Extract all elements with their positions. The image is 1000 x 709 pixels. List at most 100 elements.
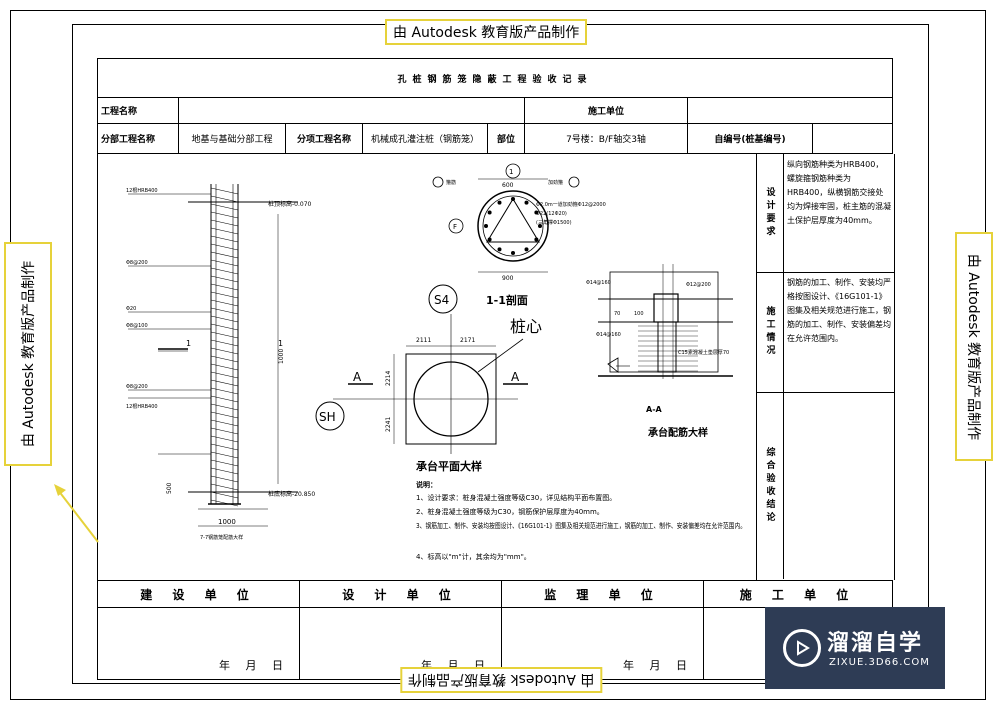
rebar-dot xyxy=(524,200,529,205)
project-name-value xyxy=(178,97,525,124)
rebar-dot xyxy=(511,251,515,255)
brand-logo: 溜溜自学 ZIXUE.3D66.COM xyxy=(765,607,945,689)
longitudinal-bars xyxy=(484,197,542,255)
axis-sh: SH xyxy=(319,410,336,424)
bottom-level-label: 桩底标高-20.850 xyxy=(268,490,315,498)
notes-title: 说明： xyxy=(416,480,437,489)
design-label: 设计要求 xyxy=(757,154,784,272)
rebar-label-1: 12根HRB400 xyxy=(126,187,158,194)
spiral-segment xyxy=(210,235,239,243)
dim-900: 900 xyxy=(502,275,514,282)
contractor-value xyxy=(687,97,893,124)
rebar-dot xyxy=(487,210,492,215)
item-value: 机械成孔灌注桩（钢筋笼） xyxy=(362,123,488,154)
spiral-segment xyxy=(210,187,239,195)
pile-elevation-title: 7-7钢筋笼配筋大样 xyxy=(200,534,243,541)
cut-a-left: A xyxy=(353,370,362,384)
cap-hatch xyxy=(638,325,698,372)
header-table: 孔桩钢筋笼隐蔽工程验收记录 工程名称 施工单位 分部工程名称 地基与基础分部工程… xyxy=(97,58,893,154)
spiral-segment xyxy=(210,395,239,403)
stirrup-label-4: 箍筋 xyxy=(446,179,456,186)
logo-subtitle: ZIXUE.3D66.COM xyxy=(829,657,930,668)
rebar-dot xyxy=(524,247,529,252)
part-label: 部位 xyxy=(487,123,525,154)
spiral-segment xyxy=(210,291,239,299)
spiral-segment xyxy=(210,283,239,291)
rebar-dot xyxy=(511,197,515,201)
section-title: 1-1剖面 xyxy=(486,293,528,307)
spiral-segment xyxy=(210,387,239,395)
note-4: 4、标高以"m"计，其余均为"mm"。 xyxy=(416,552,531,561)
sub-project-label: 分部工程名称 xyxy=(97,123,179,154)
spiral-segment xyxy=(210,491,239,499)
spiral-segment xyxy=(210,243,239,251)
spiral-segment xyxy=(210,339,239,347)
spiral-segment xyxy=(210,315,239,323)
supervisor-sign-cell: 年 月 日 xyxy=(501,607,704,680)
spiral-segment xyxy=(210,451,239,459)
spiral-segment xyxy=(210,323,239,331)
rebar-title: 承台配筋大样 xyxy=(648,426,708,439)
plan-title: 承台平面大样 xyxy=(416,459,482,473)
spiral-segment xyxy=(210,227,239,235)
supervisor-heading: 监 理 单 位 xyxy=(501,580,704,608)
spiral-segment xyxy=(210,419,239,427)
cut-a-right: A xyxy=(511,370,520,384)
dim-1000: 1000 xyxy=(218,518,236,526)
spiral-stirrups xyxy=(210,187,239,507)
owner-date: 年 月 日 xyxy=(219,659,289,672)
section-mark-right: 1 xyxy=(278,339,283,348)
dim-600: 600 xyxy=(502,182,514,189)
owner-heading: 建 设 单 位 xyxy=(97,580,300,608)
drawing-area: 桩顶标高-0.070 桩底标高-20.850 12根HRB400 Φ8@200 … xyxy=(97,154,748,580)
project-name-label: 工程名称 xyxy=(97,97,179,124)
rebar-dot xyxy=(487,237,492,242)
self-check-value xyxy=(812,123,893,154)
spiral-segment xyxy=(210,475,239,483)
play-icon xyxy=(783,629,821,667)
conclusion-label: 综合验收结论 xyxy=(757,392,784,579)
note-1: 1、设计要求：桩身混凝土强度等级C30，详见结构平面布置图。 xyxy=(416,493,616,502)
dim-70: 70 xyxy=(614,311,620,317)
spiral-segment xyxy=(210,355,239,363)
rebar-dot xyxy=(497,200,502,205)
spiral-segment xyxy=(210,459,239,467)
spiral-segment xyxy=(210,307,239,315)
aa-label: A-A xyxy=(646,405,663,414)
spiral-segment xyxy=(210,371,239,379)
rebar-label-3: Φ20 xyxy=(126,306,136,312)
logo-title: 溜溜自学 xyxy=(827,631,924,656)
cad-drawing: 桩顶标高-0.070 桩底标高-20.850 12根HRB400 Φ8@200 … xyxy=(126,163,746,561)
design-text: 纵向钢筋种类为HRB400，螺旋箍钢筋种类为HRB400，纵横钢筋交接处均为焊接… xyxy=(787,160,891,225)
spiral-segment xyxy=(210,251,239,259)
spiral-segment xyxy=(210,435,239,443)
rebar-detail-1: Φ14@160 xyxy=(586,280,611,286)
dim-2241: 2241 xyxy=(385,417,392,432)
rebar-detail-2: Φ12@200 xyxy=(686,282,711,288)
dim-vertical: 1000 xyxy=(278,349,285,364)
rebar-dot xyxy=(534,237,539,242)
notes-column: 设计要求 纵向钢筋种类为HRB400，螺旋箍钢筋种类为HRB400，纵横钢筋交接… xyxy=(756,154,895,580)
construction-label: 施工情况 xyxy=(757,272,784,392)
acceptance-conclusion: 综合验收结论 xyxy=(757,392,894,579)
spiral-segment xyxy=(210,363,239,371)
spiral-segment xyxy=(210,275,239,283)
watermark-top: 由 Autodesk 教育版产品制作 xyxy=(385,19,588,45)
dim-2111: 2111 xyxy=(416,337,431,344)
spiral-segment xyxy=(210,499,239,507)
rebar-detail-3: C15素混凝土垫层厚70 xyxy=(678,349,729,356)
spiral-segment xyxy=(210,259,239,267)
watermark-left: 由 Autodesk 教育版产品制作 xyxy=(4,242,52,466)
construction-text: 钢筋的加工、制作、安装均严格按图设计、《16G101-1》图集及相关规范进行施工… xyxy=(787,278,891,343)
rebar-dot xyxy=(538,224,542,228)
self-check-label: 自编号(桩基编号) xyxy=(687,123,813,154)
rebar-label-2: Φ8@200 xyxy=(126,260,148,266)
spiral-segment xyxy=(210,379,239,387)
dim-100: 100 xyxy=(634,311,644,317)
spiral-segment xyxy=(210,331,239,339)
stirrup-label-5: 加劲箍 xyxy=(548,179,563,186)
note-3: 3、钢筋加工、制作、安装均按图设计、《16G101-1》图集及相关规范进行施工，… xyxy=(416,521,746,530)
spiral-segment xyxy=(210,203,239,211)
pile-center-label: 桩心 xyxy=(510,317,542,336)
